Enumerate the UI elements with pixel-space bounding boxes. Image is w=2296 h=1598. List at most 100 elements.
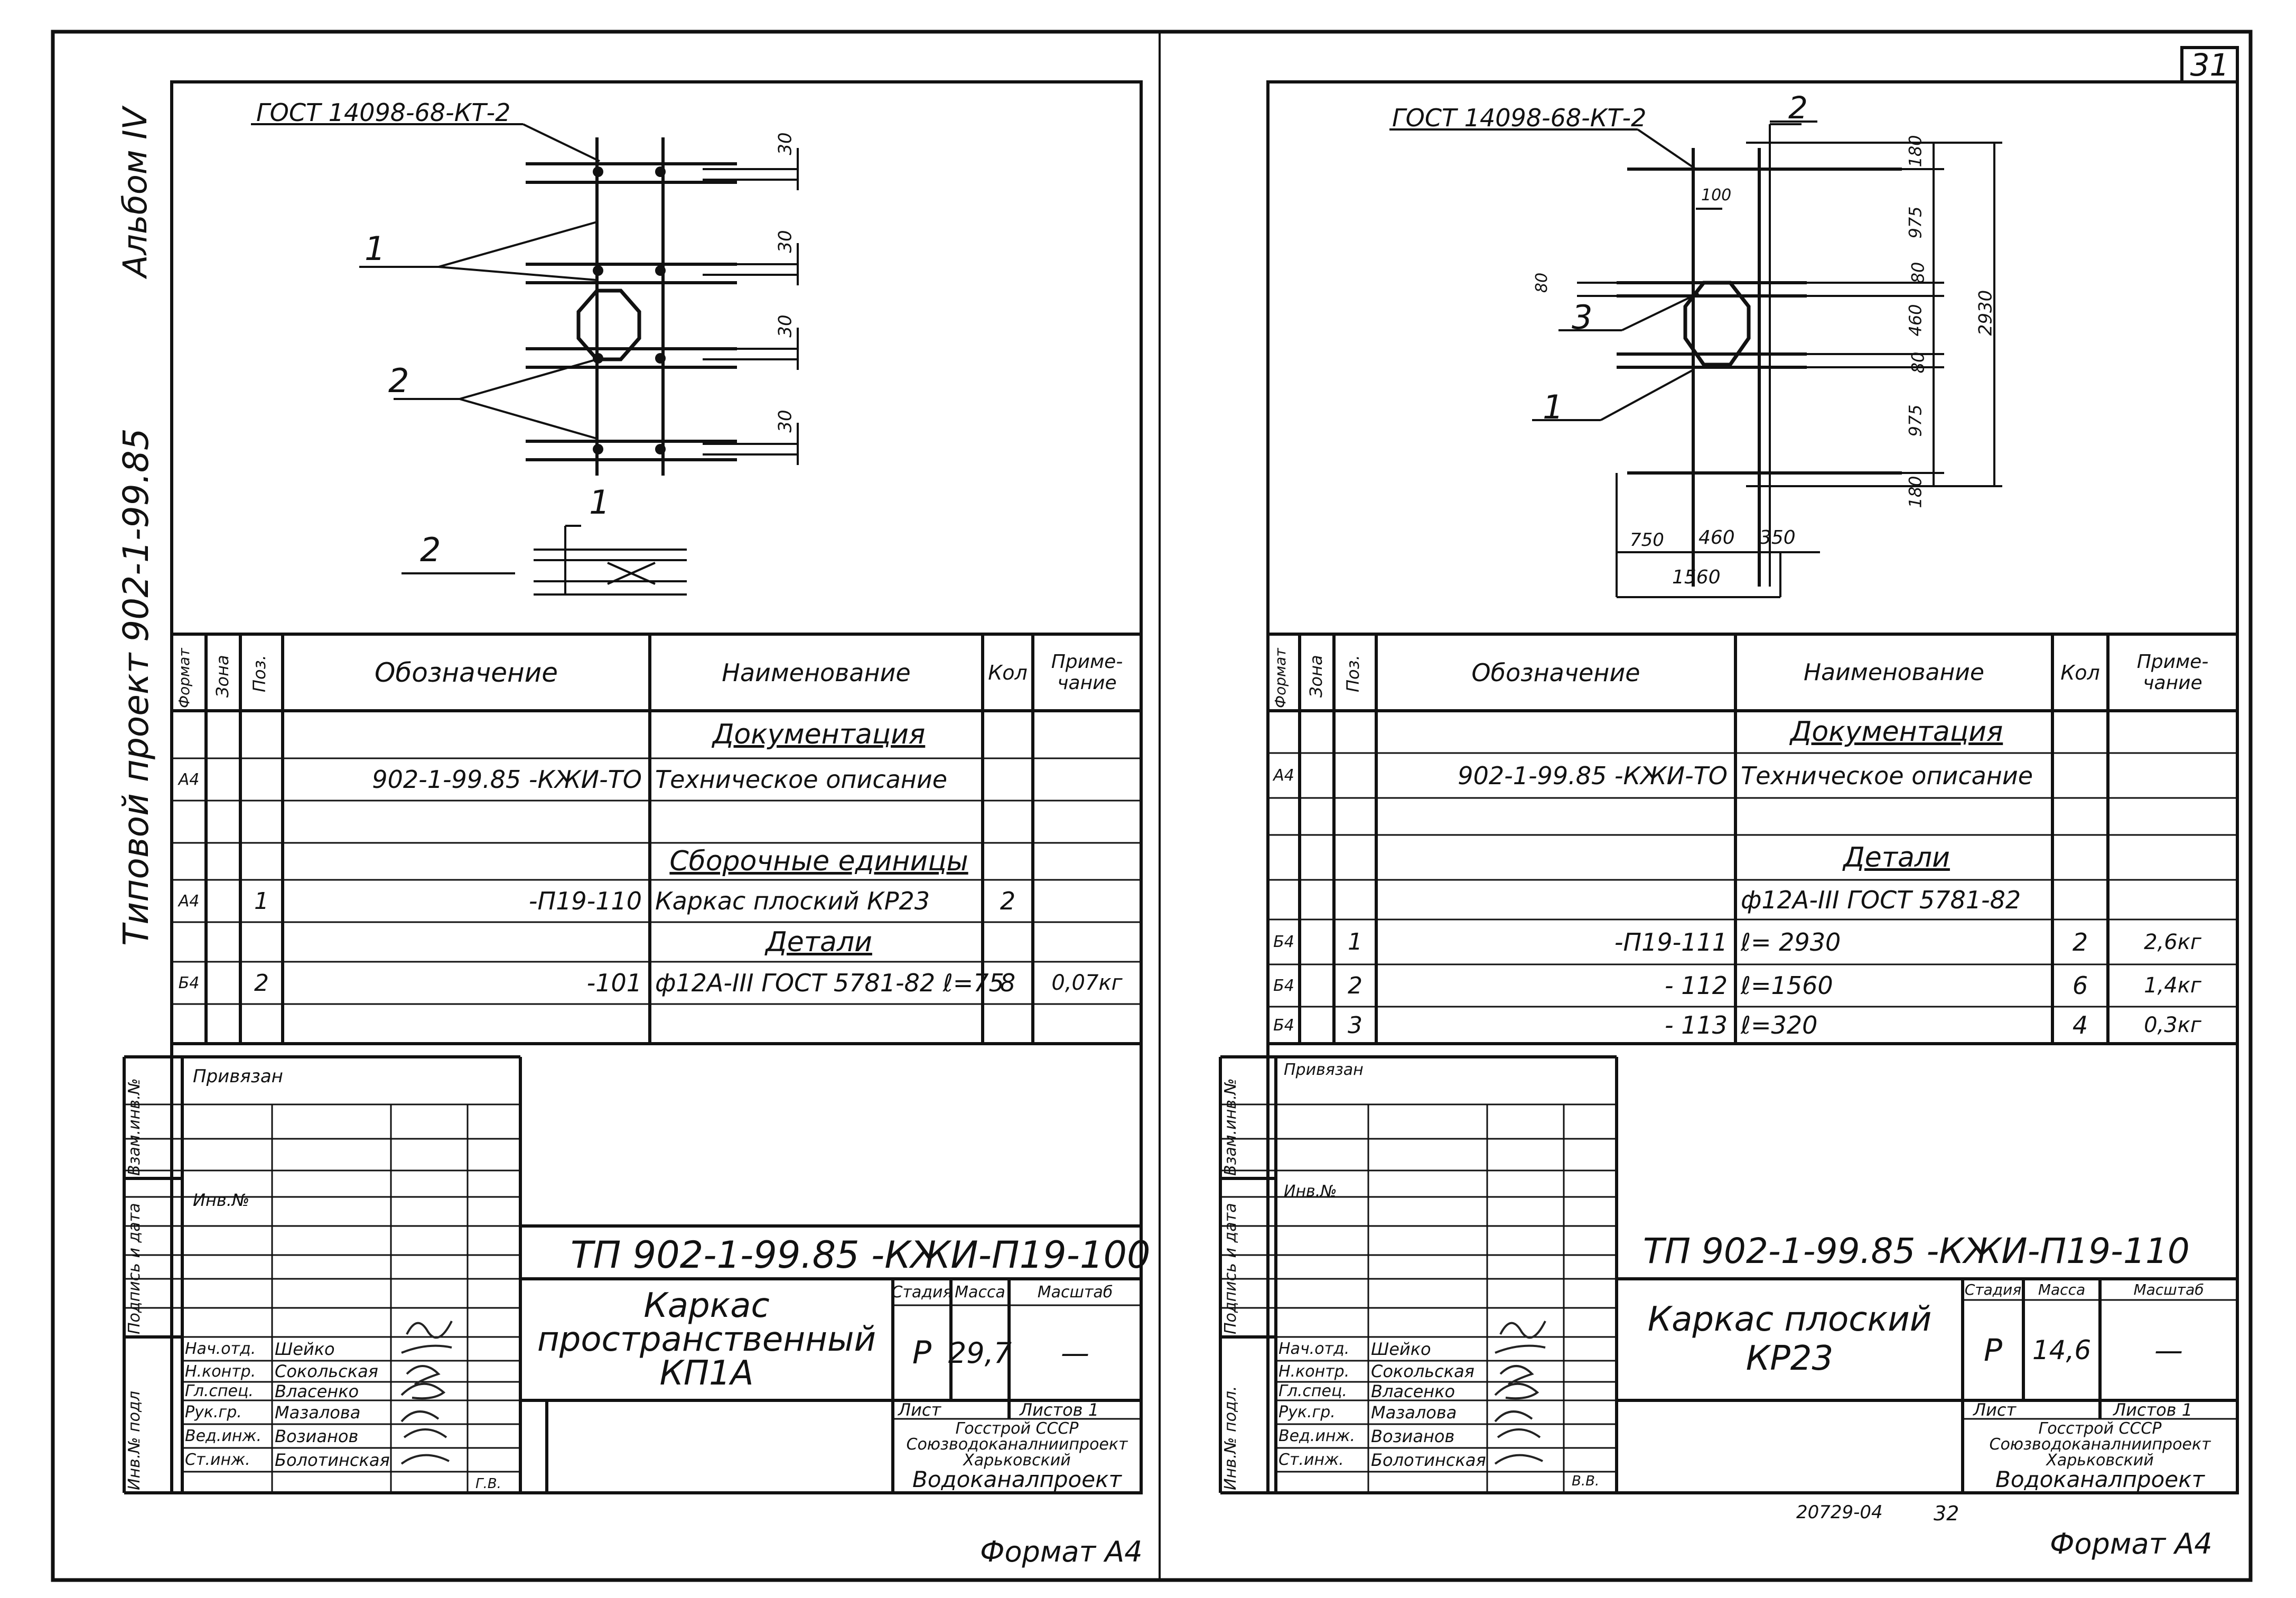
title-line: пространственный (537, 1320, 876, 1359)
spec-cell-note (1033, 711, 1141, 758)
position-2-label: 2 (388, 361, 409, 400)
spec-cell-qty (983, 801, 1033, 843)
spec-cell-name: Техническое описание (1741, 761, 2033, 790)
header-pos: Поз. (1343, 655, 1363, 692)
scale-label: Масштаб (1037, 1283, 1113, 1302)
spec-cell-pos (1334, 753, 1376, 798)
spec-cell-des: -П19-111 (1614, 927, 1728, 956)
signer-role: Рук.гр. (185, 1403, 242, 1422)
spec-cell-des (283, 711, 642, 758)
spec-cell-format: Б4 (1273, 1016, 1294, 1035)
spec-cell-format (1268, 711, 1300, 753)
signer-role: Н.контр. (1278, 1362, 1350, 1381)
scale-value: — (1061, 1336, 1089, 1370)
spec-cell-name: Сборочные единицы (669, 846, 968, 877)
spec-cell-note (1033, 922, 1141, 962)
position-2-label: 2 (1788, 90, 1808, 126)
spec-cell-qty: 2 (2072, 927, 2088, 956)
header-name: Наименование (1804, 659, 1984, 686)
spec-cell-pos: 2 (1348, 972, 1362, 999)
org-line: Госстрой СССР (955, 1419, 1079, 1438)
spec-cell-qty (983, 922, 1033, 962)
signer-name: Мазалова (1371, 1402, 1457, 1423)
spec-cell-name: Детали (1843, 841, 1950, 874)
spec-cell-pos (1334, 798, 1376, 835)
dimension-80-b: 80 (1908, 351, 1928, 374)
stage-value: Р (912, 1334, 932, 1371)
side-podpis: Подпись и дата (125, 1203, 144, 1335)
sheet-label: Лист (898, 1399, 941, 1420)
spec-cell-note (2108, 835, 2237, 880)
spec-cell-pos (1334, 711, 1376, 753)
spec-cell-qty: 2 (1000, 887, 1016, 915)
spec-cell-pos (240, 758, 283, 801)
spec-cell-des (1376, 711, 1728, 753)
spec-cell-pos: 1 (254, 887, 269, 915)
spec-cell-note (2108, 753, 2237, 798)
dimension-180-bottom: 180 (1905, 476, 1926, 508)
dimension-30: 30 (774, 132, 796, 155)
spec-cell-des (283, 801, 642, 843)
spec-cell-note (1033, 1004, 1141, 1044)
sheet-number: 31 (2190, 47, 2229, 83)
spec-cell-name: ℓ= 2930 (1741, 927, 1841, 956)
project-label: Типовой проект 902-1-99.85 (116, 428, 156, 946)
header-format: Формат (175, 648, 193, 708)
title-line: КП1А (659, 1354, 754, 1393)
spec-cell-pos: 3 (1348, 1011, 1362, 1039)
header-name: Наименование (722, 658, 911, 687)
spec-cell-name (655, 1004, 983, 1044)
spec-cell-note (2108, 711, 2237, 753)
spec-cell-des: - 113 (1664, 1011, 1728, 1039)
album-label: Альбом IV (116, 107, 154, 277)
spec-cell-des (1376, 798, 1728, 835)
header-pos: Поз. (249, 655, 269, 692)
signer-role: Ст.инж. (1278, 1451, 1344, 1469)
spec-cell-pos (240, 922, 283, 962)
side-vzam: Взам.инв.№ (1221, 1078, 1240, 1176)
spec-cell-format (1268, 835, 1300, 880)
spec-cell-format (172, 711, 206, 758)
spec-cell-format: Б4 (1273, 933, 1294, 951)
spec-cell-des (1376, 835, 1728, 880)
stage-value: Р (1984, 1332, 2002, 1368)
spec-cell-format: Б4 (1273, 976, 1294, 995)
organization: Госстрой СССР Союзводоканалниипроект Хар… (893, 1419, 1141, 1493)
spec-cell-des: - 112 (1664, 971, 1728, 1000)
signer-name: Шейко (1371, 1339, 1431, 1359)
spec-cell-note (1033, 843, 1141, 880)
signer-role: Гл.спец. (1278, 1382, 1347, 1400)
spec-cell-des: 902-1-99.85 -КЖИ-ТО (1458, 761, 1728, 790)
spec-cell-note: 2,6кг (2144, 930, 2201, 954)
position-3-label: 3 (1572, 298, 1593, 337)
side-inv: Инв.№ подл. (1221, 1386, 1240, 1490)
header-qty: Кол (2060, 661, 2100, 684)
spec-cell-note (1033, 801, 1141, 843)
spec-cell-des: 902-1-99.85 -КЖИ-ТО (372, 765, 642, 794)
spec-cell-name: Каркас плоский КР23 (655, 887, 930, 915)
dimension-100: 100 (1701, 186, 1732, 205)
signer-name: Мазалова (275, 1402, 361, 1423)
spec-cell-format (172, 922, 206, 962)
spec-cell-note (1033, 758, 1141, 801)
scale-value: — (2154, 1333, 2183, 1367)
spec-cell-name (1741, 798, 2052, 835)
header-designation: Обозначение (375, 657, 558, 688)
org-line: Водоканалпроект (1995, 1466, 2205, 1492)
spec-cell-name: Техническое описание (655, 765, 948, 794)
spec-cell-qty (983, 843, 1033, 880)
spec-cell-qty: 4 (2072, 1011, 2088, 1039)
position-2-label-bottom: 2 (420, 531, 441, 569)
signer-role: Нач.отд. (185, 1340, 256, 1358)
privyazan-label: Привязан (193, 1066, 283, 1087)
position-1-label: 1 (365, 229, 386, 268)
spec-cell-pos (240, 801, 283, 843)
header-zone: Зона (1306, 655, 1326, 698)
spec-cell-qty (983, 758, 1033, 801)
dimension-975-top: 975 (1905, 206, 1926, 239)
position-1-label: 1 (1543, 388, 1564, 426)
spec-cell-name: ℓ=320 (1741, 1011, 1818, 1039)
signer-role: Вед.инж. (185, 1427, 262, 1445)
format-label: Формат А4 (2050, 1527, 2213, 1560)
